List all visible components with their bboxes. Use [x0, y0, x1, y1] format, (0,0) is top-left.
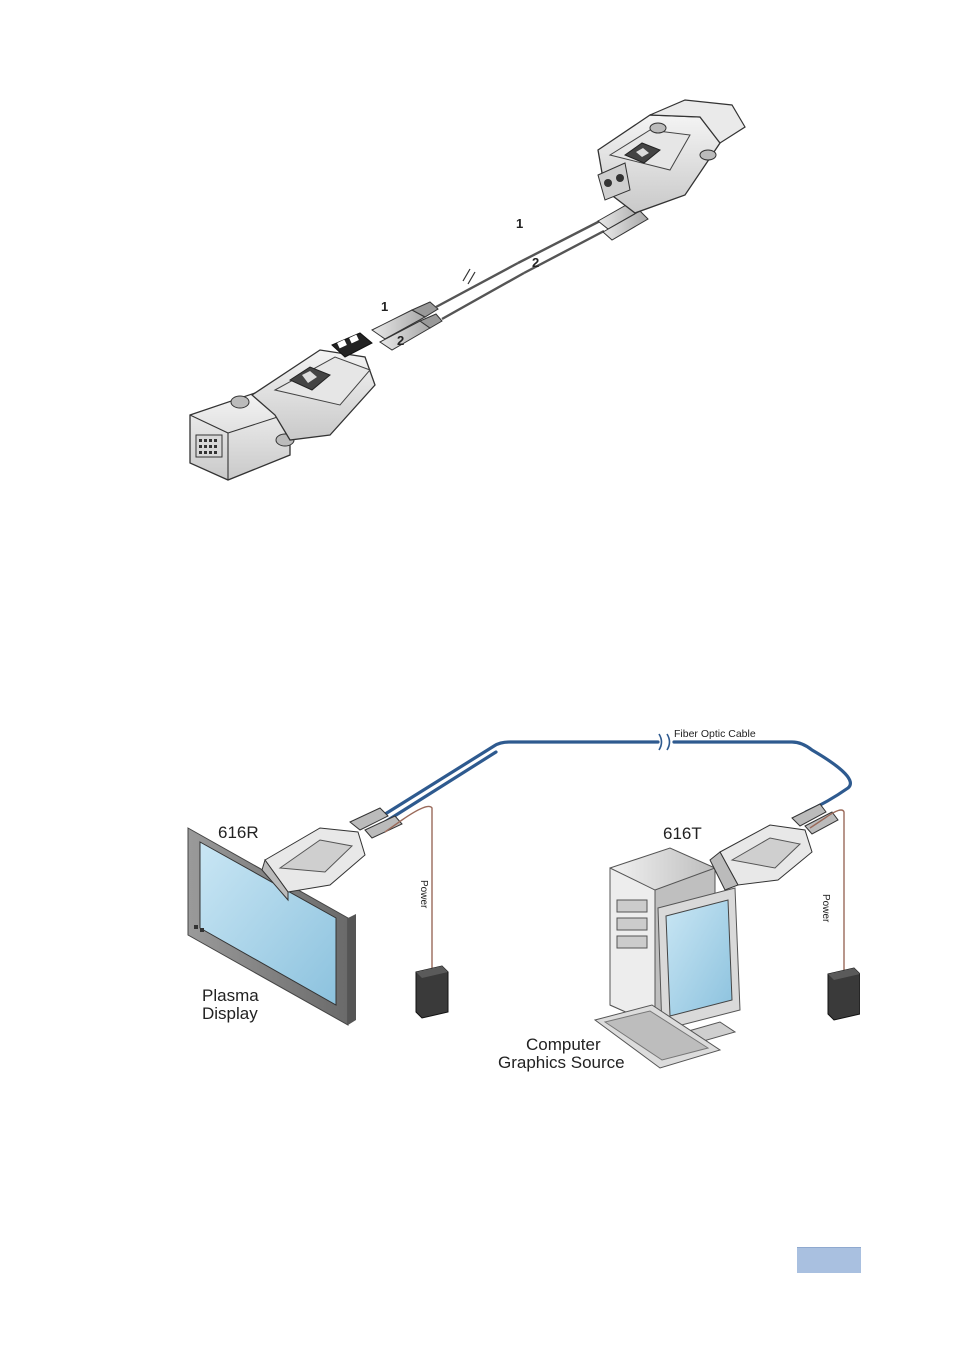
source-label-line1: Computer [526, 1035, 601, 1054]
power-adapter-left [416, 966, 448, 1018]
616t-device [710, 804, 838, 890]
bottom-left-device [190, 333, 375, 480]
top-right-device [598, 100, 745, 213]
power-label-right: Power [820, 894, 831, 923]
fiber-label-2-left: 2 [397, 333, 404, 348]
duplex-fiber-cable [436, 221, 604, 319]
616t-label: 616T [663, 824, 702, 843]
fiber-optic-cable-label: Fiber Optic Cable [674, 728, 756, 740]
power-cable-right [810, 810, 844, 972]
fiber-label-1-right: 1 [516, 216, 523, 231]
fiber-label-1-left: 1 [381, 299, 388, 314]
power-label-left: Power [418, 880, 429, 909]
fiber-optic-cable [382, 742, 850, 822]
system-connection-diagram: Fiber Optic Cable 616R Power Plasma Disp… [180, 720, 860, 1075]
cable-break-mark [659, 734, 670, 750]
power-adapter-right [828, 968, 860, 1020]
616r-label: 616R [218, 823, 259, 842]
616r-device [262, 808, 402, 900]
source-label-line2: Graphics Source [498, 1053, 625, 1072]
display-label-line2: Display [202, 1004, 258, 1023]
display-label-line1: Plasma [202, 986, 259, 1005]
fiber-connection-illustration: 1 2 1 2 [180, 95, 760, 485]
page-tab-marker [797, 1247, 861, 1273]
fiber-label-2-right: 2 [532, 255, 539, 270]
